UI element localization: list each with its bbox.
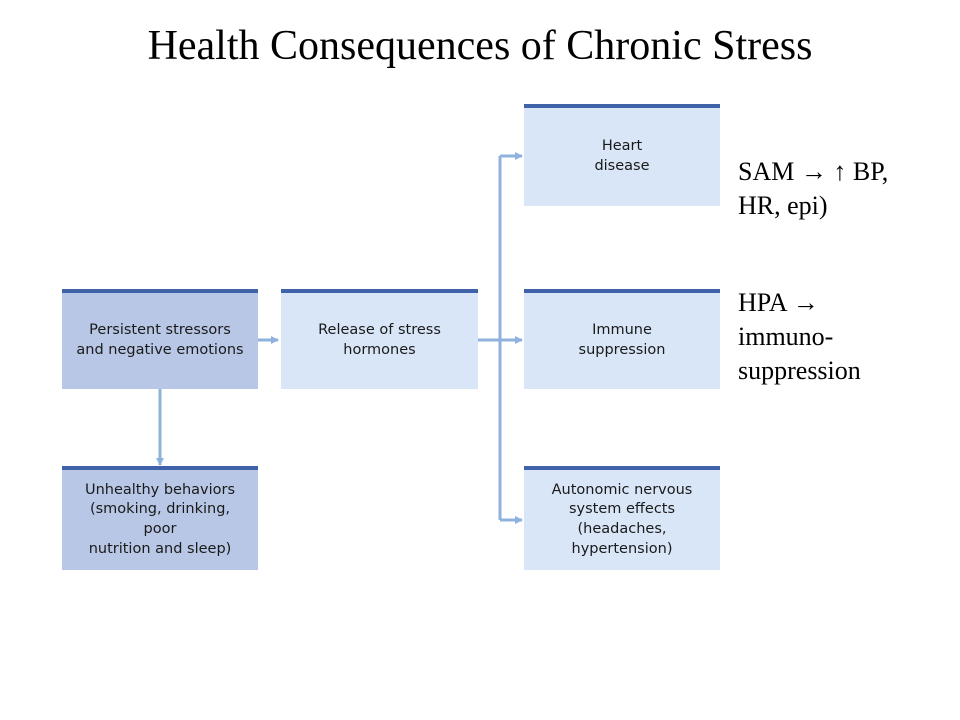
box-release-stress-hormones: Release of stress hormones [281,289,478,389]
page-title: Health Consequences of Chronic Stress [147,23,813,69]
box-persistent-stressors: Persistent stressors and negative emotio… [62,289,258,389]
box-heart-disease: Heart disease [524,104,720,206]
box-immune-suppression: Immune suppression [524,289,720,389]
box-autonomic-effects: Autonomic nervous system effects (headac… [524,466,720,570]
note-hpa: HPA → immuno- suppression [738,288,861,385]
box-unhealthy-behaviors: Unhealthy behaviors (smoking, drinking, … [62,466,258,570]
note-sam: SAM → ↑ BP, HR, epi) [738,157,889,220]
